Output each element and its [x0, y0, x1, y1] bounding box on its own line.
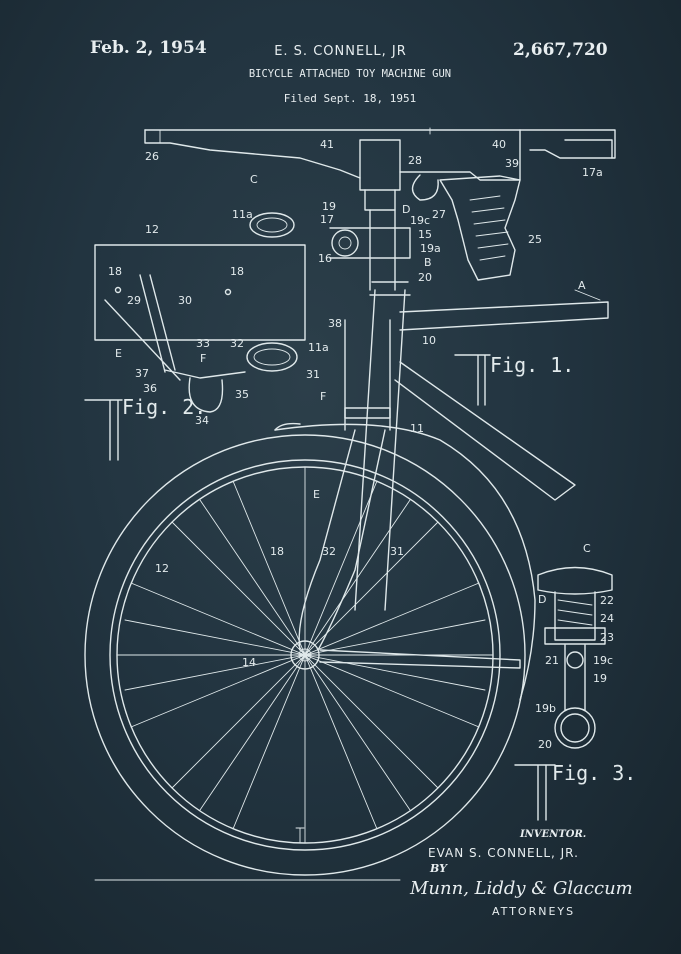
head-tube — [329, 139, 411, 611]
callout: 38 — [328, 317, 342, 330]
callout: C — [583, 542, 591, 555]
attorneys-label: ATTORNEYS — [492, 905, 576, 918]
callout: 12 — [155, 562, 169, 575]
gun-barrel — [144, 127, 616, 181]
patent-title: BICYCLE ATTACHED TOY MACHINE GUN — [248, 68, 452, 80]
callout: 39 — [505, 157, 519, 170]
callout: 40 — [492, 138, 506, 151]
fig1-label: Fig. 1. — [454, 353, 574, 406]
callout: 24 — [600, 612, 614, 625]
callout: 29 — [127, 294, 141, 307]
patent-number: 2,667,720 — [513, 40, 608, 60]
inventor-label: INVENTOR. — [520, 829, 587, 840]
callout: 11 — [410, 422, 424, 435]
callout: 34 — [195, 414, 209, 427]
front-wheel — [84, 434, 526, 876]
inventor-name: EVAN S. CONNELL, JR. — [428, 846, 579, 860]
callout: 19 — [322, 200, 336, 213]
callout: 11a — [232, 208, 253, 221]
reference-numerals: 26 C 41 40 28 39 17a 27 19 D 17 19c 15 2… — [108, 138, 614, 751]
fig2-label: Fig. 2. — [84, 395, 206, 461]
callout: 28 — [408, 154, 422, 167]
callout: 36 — [143, 382, 157, 395]
callout: D — [538, 593, 546, 606]
filing-date: Filed Sept. 18, 1951 — [283, 92, 417, 105]
callout: 18 — [108, 265, 122, 278]
callout: 20 — [418, 271, 432, 284]
callout: 37 — [135, 367, 149, 380]
callout: 22 — [600, 594, 614, 607]
callout: 17 — [320, 213, 334, 226]
callout: 11a — [308, 341, 329, 354]
callout: 10 — [422, 334, 436, 347]
callout: 17a — [582, 166, 603, 179]
callout: F — [200, 352, 206, 365]
callout: B — [424, 256, 432, 269]
callout: 14 — [242, 656, 256, 669]
callout: 15 — [418, 228, 432, 241]
fig2-text: Fig. 2. — [122, 395, 206, 419]
callout: 31 — [390, 545, 404, 558]
attorney-signature: Munn, Liddy & Glaccum — [410, 878, 633, 899]
callout: 32 — [230, 337, 244, 350]
callout: 33 — [196, 337, 210, 350]
callout: 25 — [528, 233, 542, 246]
callout: 12 — [145, 223, 159, 236]
fender — [274, 422, 536, 701]
fig3-label: Fig. 3. — [514, 761, 636, 821]
callout: 26 — [145, 150, 159, 163]
bicycle-frame — [394, 289, 609, 501]
by-label: BY — [430, 862, 447, 875]
callout: 27 — [432, 208, 446, 221]
fig1-text: Fig. 1. — [490, 353, 574, 377]
callout: 18 — [270, 545, 284, 558]
callout: 16 — [318, 252, 332, 265]
fig3-text: Fig. 3. — [552, 761, 636, 785]
fig3-detail — [537, 566, 613, 749]
callout: 19b — [535, 702, 556, 715]
callout: 19c — [593, 654, 613, 667]
callout: 32 — [322, 545, 336, 558]
callout: 23 — [600, 631, 614, 644]
callout: E — [313, 488, 320, 501]
callout: 41 — [320, 138, 334, 151]
callout: 31 — [306, 368, 320, 381]
callout: E — [115, 347, 122, 360]
callout: A — [578, 279, 586, 292]
callout: 18 — [230, 265, 244, 278]
callout: 19c — [410, 214, 430, 227]
callout: 19a — [420, 242, 441, 255]
patent-date: Feb. 2, 1954 — [90, 38, 207, 58]
callout: 30 — [178, 294, 192, 307]
callout: F — [320, 390, 326, 403]
callout: 19 — [593, 672, 607, 685]
inventor-header: E. S. CONNELL, JR — [274, 44, 407, 59]
callout: 20 — [538, 738, 552, 751]
gun-grip — [411, 174, 521, 281]
callout: C — [250, 173, 258, 186]
callout: 21 — [545, 654, 559, 667]
callout: 35 — [235, 388, 249, 401]
callout: D — [402, 203, 410, 216]
fig2-detail — [94, 212, 306, 413]
